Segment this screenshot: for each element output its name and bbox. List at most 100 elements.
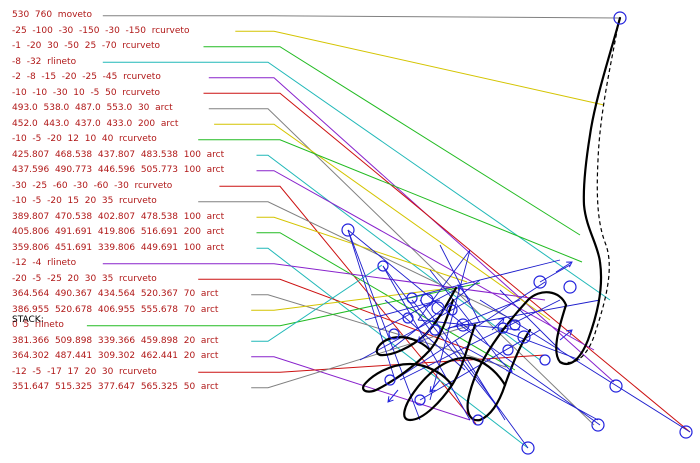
control-markers (341, 11, 693, 455)
command-line: 0 5 rlineto (12, 320, 64, 330)
leader-line (102, 15, 621, 19)
leader-line (251, 287, 452, 311)
stack-label: STACK: (12, 315, 44, 325)
control-line (429, 249, 471, 401)
control-polygon (347, 229, 691, 449)
glyph-outline-heel (555, 16, 622, 366)
control-point-marker (384, 374, 396, 386)
direction-arrow (417, 329, 431, 343)
glyph-outline-toe-2 (403, 323, 507, 422)
command-line: 493.0 538.0 487.0 553.0 30 arct (12, 103, 173, 113)
glyph-outline-toe-1 (466, 291, 568, 422)
command-line: -25 -100 -30 -150 -30 -150 rcurveto (12, 25, 190, 36)
control-point-marker (679, 425, 693, 439)
leader-lines (86, 15, 691, 449)
leader-line (214, 123, 551, 321)
leader-line (198, 278, 471, 351)
control-point-marker (429, 324, 441, 336)
direction-arrow (555, 261, 573, 273)
leader-line (219, 185, 477, 425)
command-line: 359.806 451.691 339.806 449.691 100 arct (12, 242, 225, 253)
leader-line (203, 92, 691, 433)
leader-line (102, 61, 611, 301)
control-point-marker (609, 379, 623, 393)
control-line (347, 229, 421, 421)
glyph-outline-toe-3 (362, 298, 455, 393)
control-point-marker (377, 260, 389, 272)
control-point-marker (521, 441, 535, 455)
control-point-marker (517, 330, 531, 344)
command-line: 364.564 490.367 434.564 520.367 70 arct (12, 289, 219, 299)
control-point-marker (533, 275, 547, 289)
control-line (394, 281, 546, 381)
control-point-marker (509, 319, 521, 331)
direction-arrow (457, 284, 471, 301)
command-line: -10 -10 -30 10 -5 50 rcurveto (12, 87, 161, 98)
command-line: 386.955 520.678 406.955 555.678 70 arct (12, 304, 219, 315)
control-point-marker (563, 280, 577, 294)
control-line (539, 264, 571, 283)
leader-line (256, 232, 516, 371)
leader-line (86, 282, 481, 327)
control-point-marker (388, 328, 400, 340)
control-point-marker (414, 394, 426, 406)
command-line: -2 -8 -15 -20 -25 -45 rcurveto (12, 72, 161, 82)
control-line (447, 299, 601, 329)
command-list: 530 760 moveto -25 -100 -30 -150 -30 -150… (12, 8, 224, 396)
command-line: 351.647 515.325 377.647 565.325 50 arct (12, 382, 219, 392)
direction-arrow (429, 379, 441, 393)
direction-arrow (559, 329, 573, 341)
control-line (347, 229, 471, 331)
control-point-marker (591, 418, 605, 432)
leader-line (198, 354, 546, 373)
leader-line (235, 30, 605, 106)
command-line: 364.302 487.441 309.302 462.441 20 arct (12, 351, 219, 361)
leader-line (251, 322, 479, 389)
control-line (359, 299, 471, 361)
command-line: 405.806 491.691 419.806 516.691 200 arct (12, 227, 225, 237)
command-line: -10 -5 -20 12 10 40 rcurveto (12, 134, 157, 144)
control-point-marker (431, 301, 445, 315)
leader-line (256, 247, 529, 449)
direction-arrow (491, 317, 505, 331)
control-line (439, 244, 481, 324)
command-line: -20 -5 -25 20 30 35 rcurveto (12, 273, 157, 284)
control-line (454, 339, 506, 421)
reference-outline (565, 19, 620, 363)
control-line (499, 289, 561, 351)
glyph-outline-toe-4 (375, 286, 458, 357)
control-point-marker (446, 304, 458, 316)
command-line: 452.0 443.0 437.0 433.0 200 arct (12, 118, 179, 129)
control-line (499, 329, 581, 361)
command-line: -12 -5 -17 17 20 30 rcurveto (12, 366, 157, 377)
control-line (379, 289, 456, 331)
leader-line (251, 356, 471, 421)
control-line (411, 299, 501, 411)
control-point-marker (613, 11, 627, 25)
glyph-outline (362, 16, 622, 422)
command-line: -12 -4 rlineto (12, 258, 77, 268)
control-point-marker (539, 354, 551, 366)
leader-line (256, 170, 595, 351)
direction-arrow (499, 359, 513, 373)
control-line (419, 299, 529, 449)
control-point-marker (406, 292, 418, 304)
leader-line (198, 139, 583, 263)
command-line: -10 -5 -20 15 20 35 rcurveto (12, 196, 157, 206)
command-line: -8 -32 rlineto (12, 56, 77, 67)
control-point-marker (341, 223, 355, 237)
control-line (347, 229, 396, 381)
leader-line (251, 264, 383, 342)
leader-line (256, 154, 541, 361)
control-line (469, 349, 599, 421)
control-point-marker (402, 312, 414, 324)
leader-line (198, 201, 519, 323)
command-line: 530 760 moveto (12, 10, 92, 20)
control-point-marker (420, 293, 434, 307)
command-line: 381.366 509.898 339.366 459.898 20 arct (12, 335, 219, 346)
command-line: 389.807 470.538 402.807 478.538 100 arct (12, 211, 225, 222)
control-line (382, 265, 471, 421)
command-line: -30 -25 -60 -30 -60 -30 rcurveto (12, 180, 173, 191)
leader-line (203, 46, 581, 236)
